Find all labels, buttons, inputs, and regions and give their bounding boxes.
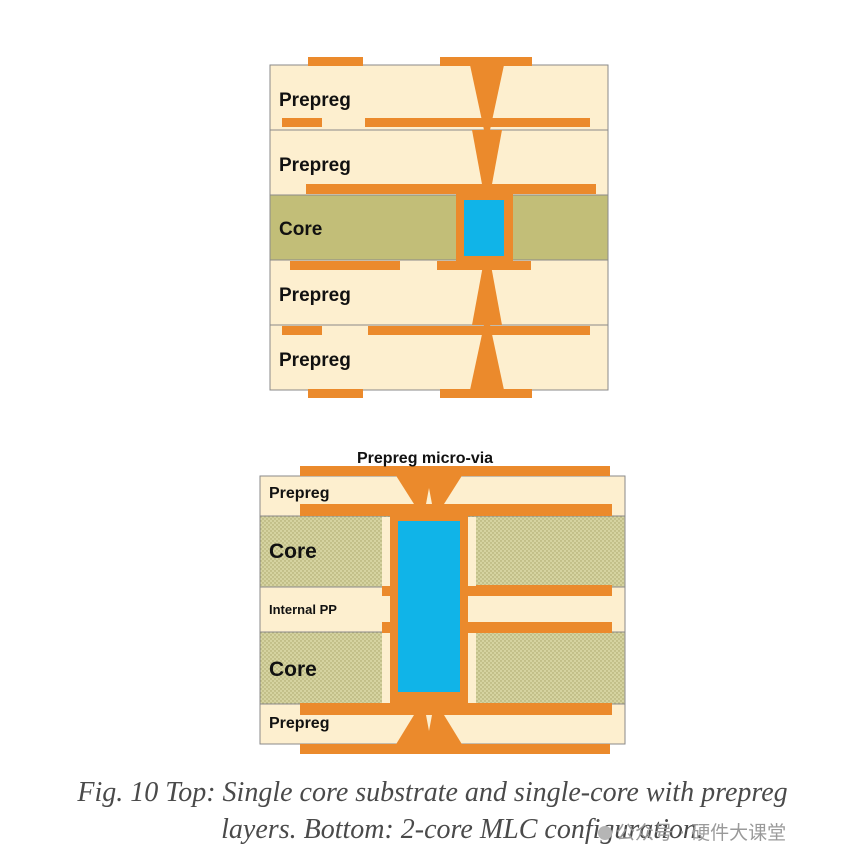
core-clearance: [382, 517, 392, 586]
layer-label: Core: [279, 219, 322, 240]
layer-label: Prepreg: [269, 485, 329, 502]
layer-label: Prepreg: [279, 350, 351, 371]
layer-label: Core: [269, 540, 317, 563]
layer-label: Internal PP: [269, 602, 337, 617]
core-clearance: [466, 633, 476, 703]
layer-label: Core: [269, 658, 317, 681]
layer-label: Prepreg: [279, 90, 351, 111]
top-microvia: [470, 65, 504, 130]
top-trace: [290, 261, 400, 270]
bottom-trace: [300, 744, 610, 754]
core-clearance: [466, 517, 476, 586]
microvia-dimple: [426, 715, 432, 731]
core-clearance: [382, 633, 392, 703]
top-trace: [365, 118, 590, 127]
top-layer-core: [269, 194, 609, 261]
bottom-trace: [382, 622, 612, 633]
wechat-icon: [598, 826, 612, 840]
top-trace: [368, 326, 590, 335]
layer-label: Prepreg: [269, 715, 329, 732]
top-microvia: [472, 130, 502, 195]
top-trace: [306, 184, 596, 194]
bottom-trace: [300, 703, 612, 715]
top-core-via-fill: [464, 200, 504, 256]
bottom-trace: [300, 504, 612, 516]
top-trace: [282, 326, 322, 335]
top-layer-prepreg-3: [269, 259, 609, 326]
top-trace: [282, 118, 322, 127]
top-stackup: Prepreg Prepreg Core Prepreg Prepreg: [269, 57, 609, 398]
bottom-trace: [382, 585, 612, 596]
top-microvia: [470, 325, 504, 390]
watermark-text: 公众号 · 硬件大课堂: [616, 822, 787, 844]
bottom-stackup: Prepreg micro-via Prepreg Core Internal …: [259, 450, 626, 754]
watermark: 公众号 · 硬件大课堂: [598, 818, 786, 845]
layer-label: Prepreg: [279, 285, 351, 306]
layer-label: Prepreg: [279, 155, 351, 176]
figure-caption-line-1: Fig. 10 Top: Single core substrate and s…: [77, 777, 788, 808]
top-layer-prepreg-4: [269, 324, 609, 391]
top-microvia: [472, 260, 502, 325]
bottom-trace: [300, 466, 610, 476]
pcb-stackup-diagram: Prepreg Prepreg Core Prepreg Prepreg: [259, 57, 626, 754]
microvia-dimple: [426, 488, 432, 504]
top-trace: [440, 57, 532, 66]
figure-caption-line-2: layers. Bottom: 2-core MLC configuration…: [221, 814, 704, 845]
top-trace: [308, 57, 363, 66]
top-trace: [440, 389, 532, 398]
top-trace: [308, 389, 363, 398]
bottom-stack-title: Prepreg micro-via: [357, 450, 493, 467]
bottom-buried-via-fill: [398, 521, 460, 692]
